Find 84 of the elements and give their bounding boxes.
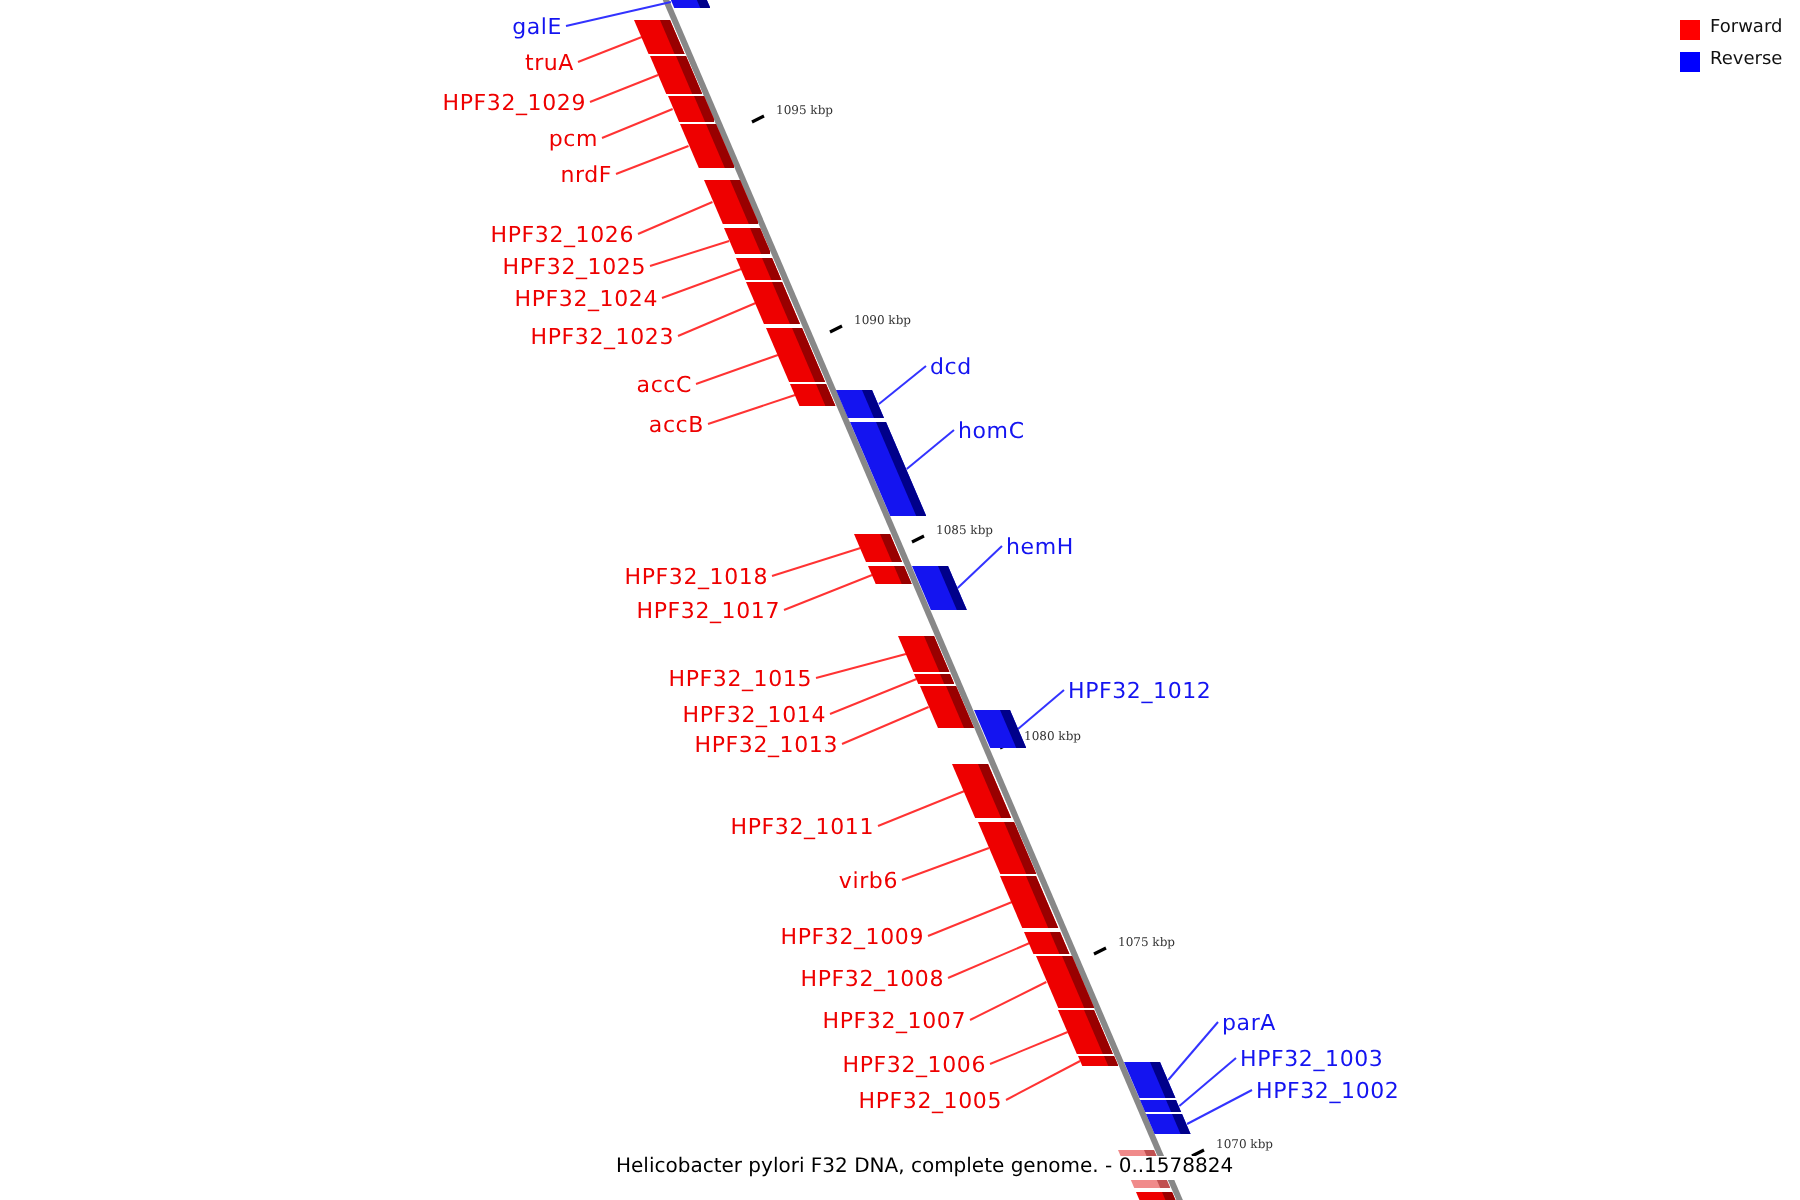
- gene-block: [1077, 1056, 1119, 1066]
- gene-label: HPF32_1003: [1240, 1045, 1384, 1071]
- leader-line: [1186, 1089, 1253, 1125]
- gene-label: HPF32_1025: [502, 253, 646, 279]
- leader-line: [695, 354, 779, 385]
- leader-line: [969, 981, 1048, 1021]
- gene-label: HPF32_1005: [858, 1087, 1002, 1113]
- leader-line: [601, 108, 674, 139]
- leader-line: [1167, 1021, 1219, 1081]
- leader-line: [1005, 1060, 1082, 1101]
- gene-label: nrdF: [560, 161, 612, 187]
- gene-label: HPF32_1002: [1256, 1077, 1400, 1103]
- gene-block: [952, 764, 1013, 818]
- leader-line: [956, 545, 1003, 589]
- gene-block: [836, 390, 885, 418]
- gene-block: [703, 180, 758, 224]
- gene-label: HPF32_1008: [800, 965, 944, 991]
- gene-label: HPF32_1015: [668, 665, 812, 691]
- leader-line: [1017, 689, 1065, 730]
- gene-block: [912, 566, 968, 610]
- leader-line: [905, 429, 955, 470]
- leader-line: [677, 302, 757, 337]
- gene-label: accB: [648, 411, 704, 437]
- gene-block: [649, 56, 703, 94]
- gene-label: HPF32_1011: [730, 813, 874, 839]
- leader-line: [989, 1031, 1069, 1065]
- gene-block: [1000, 876, 1060, 928]
- leader-line: [649, 240, 731, 267]
- gene-block: [854, 534, 903, 562]
- leader-line: [815, 653, 907, 679]
- gene-label: pcm: [548, 125, 598, 151]
- leader-line: [829, 678, 918, 715]
- leader-line: [637, 201, 714, 235]
- leader-line: [877, 790, 966, 827]
- leader-line: [841, 706, 930, 745]
- gene-block: [790, 384, 836, 406]
- gene-label: hemH: [1006, 533, 1074, 559]
- leader-line: [565, 1, 672, 27]
- leader-line: [1178, 1057, 1237, 1107]
- gene-label: homC: [958, 417, 1025, 443]
- leader-line: [783, 574, 874, 611]
- gene-block: [977, 822, 1037, 874]
- gene-label: accC: [636, 371, 692, 397]
- legend-label: Forward: [1710, 18, 1783, 40]
- leader-line: [901, 847, 990, 881]
- gene-label: parA: [1222, 1009, 1276, 1035]
- gene-block: [868, 566, 912, 584]
- gene-label: HPF32_1013: [694, 731, 838, 757]
- legend-label: Reverse: [1710, 50, 1783, 72]
- gene-block: [723, 228, 771, 254]
- gene-block: [973, 710, 1027, 748]
- leader-line: [877, 365, 927, 405]
- gene-block: [1146, 1114, 1192, 1134]
- leader-line: [577, 36, 643, 63]
- leader-line: [661, 268, 743, 299]
- gene-label: HPF32_1018: [624, 563, 768, 589]
- gene-block: [634, 20, 686, 54]
- gene-label: HPF32_1023: [530, 323, 674, 349]
- gene-label: HPF32_1007: [822, 1007, 966, 1033]
- gene-label: HPF32_1014: [682, 701, 826, 727]
- gene-block: [667, 96, 715, 122]
- gene-label: HPF32_1029: [442, 89, 586, 115]
- gene-block: [914, 674, 955, 684]
- gene-label: dcd: [930, 353, 972, 379]
- leader-line: [615, 145, 690, 175]
- leader-line: [927, 901, 1014, 937]
- gene-block: [679, 124, 734, 168]
- gene-label: HPF32_1024: [514, 285, 658, 311]
- leader-line: [771, 547, 862, 577]
- gene-block: [850, 422, 927, 516]
- gene-label: virb6: [838, 867, 898, 893]
- gene-block: [1140, 1100, 1182, 1112]
- gene-block: [736, 258, 782, 280]
- gene-label: HPF32_1012: [1068, 677, 1212, 703]
- gene-label: truA: [524, 49, 574, 75]
- gene-label: HPF32_1026: [490, 221, 634, 247]
- gene-label: HPF32_1017: [636, 597, 780, 623]
- gene-label: galE: [512, 13, 562, 39]
- gene-block: [1024, 932, 1071, 954]
- gene-label: HPF32_1009: [780, 923, 924, 949]
- leader-line: [947, 942, 1031, 979]
- gene-label: HPF32_1006: [842, 1051, 986, 1077]
- leader-line: [589, 74, 660, 103]
- leader-line: [707, 394, 797, 425]
